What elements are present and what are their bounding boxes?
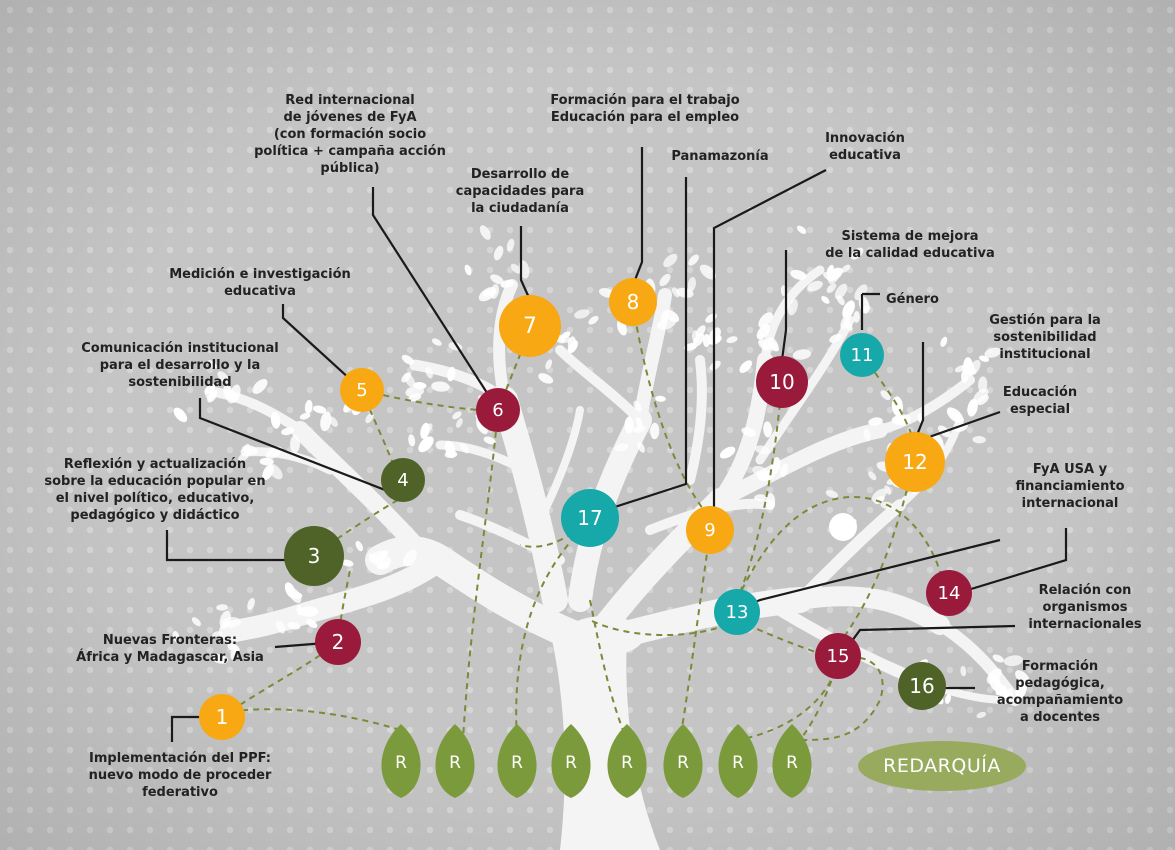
label-5: Medición e investigación educativa bbox=[169, 267, 351, 299]
label-10: Sistema de mejora de la calidad educativ… bbox=[825, 229, 995, 261]
leaf-letter: R bbox=[732, 753, 744, 773]
leaf-letter: R bbox=[786, 753, 798, 773]
node-number: 3 bbox=[307, 544, 321, 568]
leaf-r-1[interactable]: R bbox=[381, 724, 421, 798]
leaf-letter: R bbox=[395, 753, 407, 773]
node-3[interactable]: 3 bbox=[284, 526, 344, 586]
leaf-r-3[interactable]: R bbox=[497, 724, 537, 798]
label-1: Implementación del PPF: nuevo modo de pr… bbox=[88, 751, 272, 800]
leaf-letter: R bbox=[511, 753, 523, 773]
node-number: 5 bbox=[356, 379, 368, 401]
leaf-r-4[interactable]: R bbox=[551, 724, 591, 798]
node-10[interactable]: 10 bbox=[756, 356, 808, 408]
node-9[interactable]: 9 bbox=[686, 506, 734, 554]
leaf-r-5[interactable]: R bbox=[607, 724, 647, 798]
leaf-r-6[interactable]: R bbox=[663, 724, 703, 798]
node-13[interactable]: 13 bbox=[714, 589, 760, 635]
label-17: Panamazonía bbox=[671, 149, 769, 164]
node-7[interactable]: 7 bbox=[499, 295, 561, 357]
node-12[interactable]: 12 bbox=[885, 432, 945, 492]
label-3: Reflexión y actualización sobre la educa… bbox=[44, 457, 266, 523]
node-number: 11 bbox=[850, 344, 874, 366]
label-8: Formación para el trabajo Educación para… bbox=[550, 93, 740, 125]
leaf-letter: R bbox=[565, 753, 577, 773]
node-number: 13 bbox=[725, 601, 749, 623]
node-number: 8 bbox=[626, 290, 640, 314]
node-2[interactable]: 2 bbox=[315, 619, 361, 665]
node-number: 9 bbox=[704, 519, 716, 541]
leaf-letter: R bbox=[677, 753, 689, 773]
node-number: 4 bbox=[397, 469, 409, 491]
node-number: 12 bbox=[902, 450, 928, 474]
label-15: Relación con organismos internacionales bbox=[1028, 583, 1142, 632]
node-4[interactable]: 4 bbox=[381, 458, 425, 502]
label-12: Gestión para la sostenibilidad instituci… bbox=[989, 313, 1101, 362]
node-17[interactable]: 17 bbox=[561, 489, 619, 547]
node-6[interactable]: 6 bbox=[476, 388, 520, 432]
node-number: 10 bbox=[769, 370, 795, 394]
label-4: Comunicación institucional para el desar… bbox=[81, 341, 279, 390]
label-9: Innovación educativa bbox=[825, 131, 905, 163]
node-1[interactable]: 1 bbox=[199, 694, 245, 740]
node-number: 17 bbox=[577, 506, 603, 530]
label-14: Educación especial bbox=[1002, 385, 1078, 417]
node-14[interactable]: 14 bbox=[926, 570, 972, 616]
logo-text: REDARQUÍA bbox=[883, 755, 1001, 777]
label-6: Red internacional de jóvenes de FyA (con… bbox=[254, 93, 446, 176]
node-8[interactable]: 8 bbox=[609, 278, 657, 326]
label-11: Género bbox=[886, 292, 939, 307]
label-7: Desarrollo de capacidades para la ciudad… bbox=[455, 167, 585, 216]
label-13: FyA USA y financiamiento internacional bbox=[1015, 462, 1125, 511]
leaf-r-7[interactable]: R bbox=[718, 724, 758, 798]
redarquia-logo: REDARQUÍA bbox=[858, 741, 1026, 791]
node-16[interactable]: 16 bbox=[898, 662, 946, 710]
label-2: Nuevas Fronteras: África y Madagascar, A… bbox=[76, 633, 264, 665]
label-16: Formación pedagógica, acompañamiento a d… bbox=[996, 659, 1124, 725]
node-number: 14 bbox=[937, 582, 961, 604]
leaf-r-2[interactable]: R bbox=[435, 724, 475, 798]
node-number: 15 bbox=[826, 645, 850, 667]
leaf-letter: R bbox=[621, 753, 633, 773]
node-5[interactable]: 5 bbox=[340, 368, 384, 412]
node-number: 2 bbox=[331, 630, 345, 654]
leaf-letter: R bbox=[449, 753, 461, 773]
node-number: 7 bbox=[523, 313, 537, 339]
node-number: 16 bbox=[909, 674, 935, 698]
node-number: 6 bbox=[492, 399, 504, 421]
node-15[interactable]: 15 bbox=[815, 633, 861, 679]
leaf-r-8[interactable]: R bbox=[772, 724, 812, 798]
node-11[interactable]: 11 bbox=[840, 333, 884, 377]
node-number: 1 bbox=[215, 705, 229, 729]
